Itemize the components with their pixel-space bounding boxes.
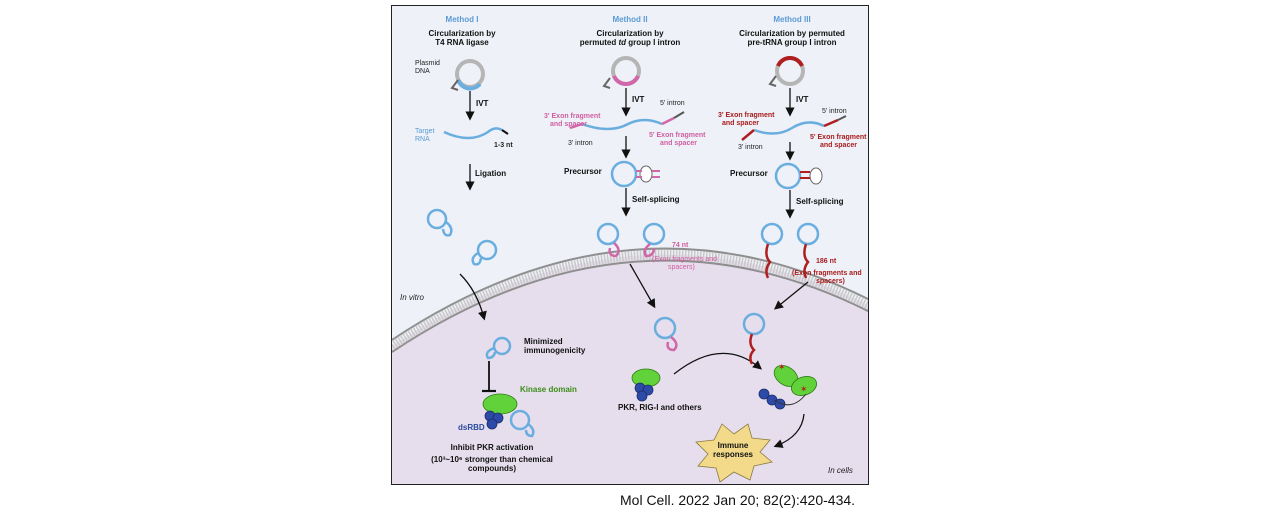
immune-arrow bbox=[773, 413, 805, 448]
linear-precursor-3 bbox=[753, 121, 825, 135]
circ-rna-3a-icon bbox=[760, 222, 784, 279]
exon3-label-3-line1: 3' Exon fragment bbox=[718, 112, 775, 119]
immune-line1: Immune bbox=[717, 441, 749, 450]
target-rna-1 bbox=[443, 127, 503, 140]
plasmid-label-line1: Plasmid bbox=[415, 60, 440, 67]
circ-rna-1b-icon bbox=[471, 239, 498, 266]
method-3-heading-line1: Circularization by permuted bbox=[739, 29, 845, 38]
circ-rna-1a-icon bbox=[426, 208, 453, 237]
method-1-heading-line1: Circularization by bbox=[428, 29, 496, 38]
svg-text:✶: ✶ bbox=[800, 385, 808, 395]
self-splicing-label-2: Self-splicing bbox=[632, 195, 680, 204]
ligation-label: Ligation bbox=[475, 169, 507, 178]
citation-text: Mol Cell. 2022 Jan 20; 82(2):420-434. bbox=[620, 492, 856, 508]
circ-rna-cell-2-icon bbox=[653, 316, 678, 352]
intron-loop-2-icon bbox=[639, 165, 653, 183]
plasmid-3-icon bbox=[768, 56, 805, 87]
in-cells-label: In cells bbox=[828, 466, 853, 475]
exon5-label-3-line1: 5' Exon fragment bbox=[810, 134, 867, 141]
intron3-label-3: 3' intron bbox=[738, 144, 763, 151]
circ-rna-bound-1-icon bbox=[509, 409, 535, 438]
method-2-heading-line1: Circularization by bbox=[596, 29, 664, 38]
pkr-label: PKR, RIG-I and others bbox=[618, 403, 702, 412]
immune-burst-icon bbox=[695, 423, 773, 483]
precursor-label-2: Precursor bbox=[564, 167, 602, 176]
ivt-label-1: IVT bbox=[476, 99, 489, 108]
minimized-line1: Minimized bbox=[524, 337, 563, 346]
figure-graphics: ✶ ✶ bbox=[392, 56, 868, 484]
intron3-label-2: 3' intron bbox=[568, 140, 593, 147]
circ-rna-3b-icon bbox=[796, 222, 820, 279]
target-rna-label-line2: RNA bbox=[415, 136, 430, 143]
arrow-into-cell-3 bbox=[773, 281, 809, 310]
dsrbd-label: dsRBD bbox=[458, 423, 485, 432]
ivt-label-3: IVT bbox=[796, 95, 809, 104]
dsrbd-1-icon bbox=[484, 410, 504, 430]
method-3-title: Method III bbox=[773, 15, 811, 24]
nt-label-2: 74 nt bbox=[672, 242, 689, 249]
exon-note-2-line1: (Exon fragments and bbox=[652, 256, 717, 263]
circ-rna-cell-1-icon bbox=[485, 336, 512, 360]
intron5-label-2: 5' intron bbox=[660, 100, 685, 107]
nt-label-1: 1-3 nt bbox=[494, 142, 513, 149]
exon3-label-3-line2: and spacer bbox=[722, 120, 759, 127]
circrna-figure-panel: ✶ ✶ Method I Circularization by T4 RNA l… bbox=[391, 5, 869, 485]
nt-label-3: 186 nt bbox=[816, 258, 837, 265]
intron-loop-3-icon bbox=[809, 167, 823, 185]
arrow-into-cell-2 bbox=[629, 263, 656, 309]
exon-note-3-line1: (Exon fragments and bbox=[792, 270, 862, 277]
method-2-heading-line2: permuted td group I intron bbox=[579, 38, 681, 47]
method-2-title: Method II bbox=[612, 15, 648, 24]
target-rna-label-line1: Target bbox=[415, 128, 435, 135]
exon5-label-2-line2: and spacer bbox=[660, 140, 697, 147]
linear-precursor-2 bbox=[581, 118, 663, 131]
circ-rna-cell-3-icon bbox=[742, 312, 766, 365]
exon5-label-2-line1: 5' Exon fragment bbox=[649, 132, 706, 139]
inhibit-line3: compounds) bbox=[468, 464, 516, 473]
circ-rna-2a-icon bbox=[596, 222, 620, 258]
exon5-label-3-line2: and spacer bbox=[820, 142, 857, 149]
minimized-line2: immunogenicity bbox=[524, 346, 586, 355]
circ-rna-2b-icon bbox=[642, 222, 666, 258]
activated-pkr-icon: ✶ ✶ bbox=[758, 363, 817, 410]
inhibit-line2: (10³~10⁶ stronger than chemical bbox=[431, 455, 553, 464]
arrow-into-cell-1 bbox=[459, 273, 487, 321]
method-1-title: Method I bbox=[445, 15, 479, 24]
inhibit-line1: Inhibit PKR activation bbox=[450, 443, 534, 452]
method-1-heading-line2: T4 RNA ligase bbox=[435, 38, 489, 47]
plasmid-label-line2: DNA bbox=[415, 68, 430, 75]
cell-membrane-core bbox=[392, 250, 868, 350]
exon-note-2-line2: spacers) bbox=[668, 264, 695, 271]
in-vitro-label: In vitro bbox=[400, 293, 425, 302]
intron5-label-3: 5' intron bbox=[822, 108, 847, 115]
immune-line2: responses bbox=[712, 450, 754, 459]
dsrbd-pkr-icon bbox=[634, 382, 654, 402]
svg-text:✶: ✶ bbox=[778, 363, 786, 373]
ivt-label-2: IVT bbox=[632, 95, 645, 104]
precursor-circle-2-icon bbox=[610, 160, 638, 188]
precursor-circle-3-icon bbox=[774, 162, 802, 190]
plasmid-1-icon bbox=[450, 59, 485, 91]
precursor-label-3: Precursor bbox=[730, 169, 768, 178]
method-3-heading-line2: pre-tRNA group I intron bbox=[747, 38, 837, 47]
exon3-label-2-line1: 3' Exon fragment bbox=[544, 113, 601, 120]
self-splicing-label-3: Self-splicing bbox=[796, 197, 844, 206]
kinase-domain-label: Kinase domain bbox=[520, 385, 577, 394]
cell-membrane-inner bbox=[392, 259, 868, 353]
exon-note-3-line2: spacers) bbox=[816, 278, 845, 285]
plasmid-2-icon bbox=[602, 56, 641, 89]
exon3-label-2-line2: and spacer bbox=[550, 121, 587, 128]
